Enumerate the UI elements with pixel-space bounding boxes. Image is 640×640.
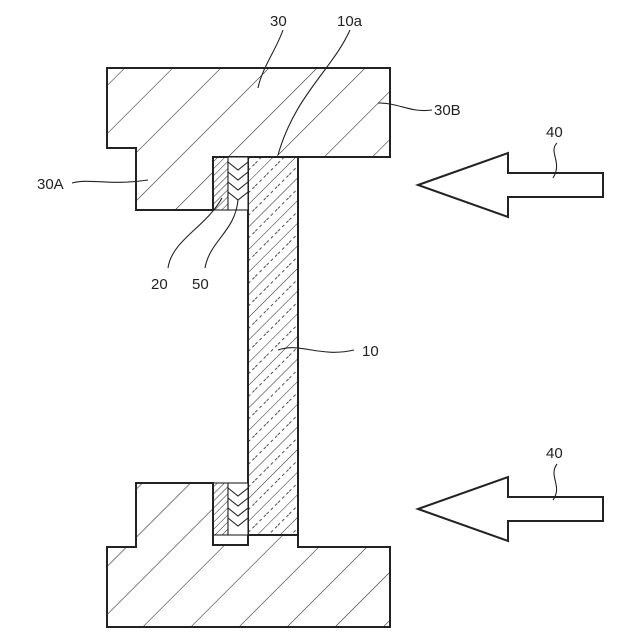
label-40-bottom: 40 bbox=[546, 445, 563, 462]
label-30b: 30B bbox=[434, 102, 461, 119]
label-20: 20 bbox=[151, 276, 168, 293]
top-layer-stack bbox=[213, 157, 248, 210]
label-10: 10 bbox=[362, 343, 379, 360]
label-30: 30 bbox=[270, 13, 287, 30]
label-10a: 10a bbox=[337, 13, 363, 30]
bottom-layer-stack bbox=[213, 483, 248, 535]
label-50: 50 bbox=[192, 276, 209, 293]
glass-plate bbox=[248, 157, 298, 535]
label-40-top: 40 bbox=[546, 124, 563, 141]
label-30a: 30A bbox=[37, 176, 64, 193]
leader-40-bottom bbox=[553, 464, 557, 500]
force-arrow-bottom bbox=[418, 477, 603, 541]
force-arrow-top bbox=[418, 153, 603, 217]
